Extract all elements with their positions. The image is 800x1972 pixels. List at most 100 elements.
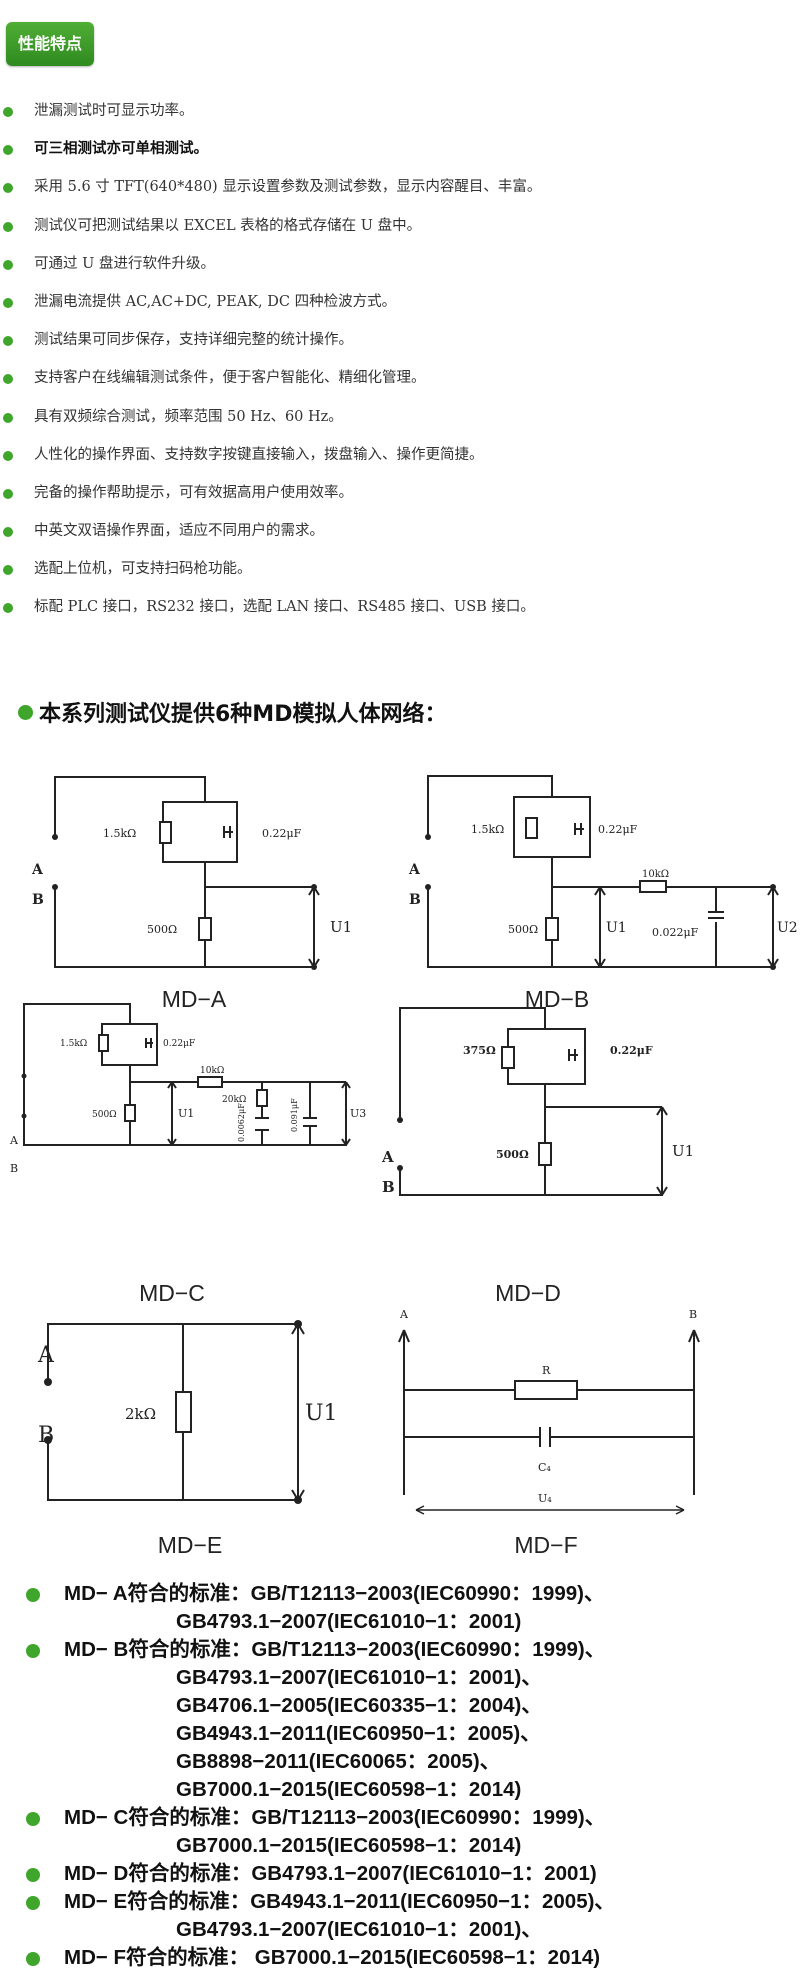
circuit-md-f: A B R C₄ U₄	[398, 1308, 700, 1515]
feature-text: 标配 PLC 接口，RS232 接口，选配 LAN 接口、RS485 接口、US…	[34, 599, 535, 616]
bullet-dot	[26, 1868, 40, 1882]
feature-item: 泄漏电流提供 AC,AC+DC, PEAK, DC 四种检波方式。	[0, 283, 800, 321]
feature-item: 完备的操作帮助提示，可有效据高用户使用效率。	[0, 474, 800, 512]
md-c-r4-label: 20kΩ	[222, 1095, 246, 1105]
bullet-dot	[3, 450, 13, 461]
md-a-r2-label: 500Ω	[147, 923, 177, 936]
md-c-r3-label: 10kΩ	[200, 1066, 224, 1076]
standard-continuation-line: GB4943.1−2011(IEC60950−1：2005)、	[176, 1722, 541, 1745]
circuit-diagrams: 1.5kΩ 0.22μF 500Ω U1 A B 1.5kΩ 0.22μF 50…	[9, 775, 798, 1515]
bullet-dot	[3, 412, 13, 423]
md-b-r2-label: 500Ω	[508, 923, 538, 936]
bullet-dot	[18, 705, 33, 720]
standard-heading-line: MD− A符合的标准：GB/T12113−2003(IEC60990：1999)…	[64, 1582, 605, 1605]
bullet-dot	[3, 221, 13, 232]
md-f-r-label: R	[542, 1364, 551, 1377]
feature-item: 标配 PLC 接口，RS232 接口，选配 LAN 接口、RS485 接口、US…	[0, 588, 800, 626]
feature-item: 可三相测试亦可单相测试。	[0, 130, 800, 168]
bullet-dot	[3, 374, 13, 385]
md-c-c3-label: 0.091μF	[290, 1098, 299, 1132]
md-b-out1-label: U1	[606, 920, 627, 936]
feature-item: 人性化的操作界面、支持数字按键直接输入，拨盘输入、操作更简捷。	[0, 436, 800, 474]
feature-item: 中英文双语操作界面，适应不同用户的需求。	[0, 512, 800, 550]
bullet-dot	[3, 336, 13, 347]
md-b-node-a: A	[408, 862, 421, 878]
standard-heading-line: MD− C符合的标准：GB/T12113−2003(IEC60990：1999)…	[64, 1806, 606, 1829]
bullet-dot	[3, 565, 13, 576]
md-d-node-a: A	[381, 1148, 394, 1166]
md-c-r1-label: 1.5kΩ	[60, 1039, 87, 1049]
bullet-dot	[3, 145, 13, 156]
feature-text: 中英文双语操作界面，适应不同用户的需求。	[34, 523, 324, 540]
md-a-node-a: A	[31, 862, 44, 878]
standard-item: MD− F符合的标准： GB7000.1−2015(IEC60598−1：201…	[26, 1944, 800, 1972]
caption-md-a: MD−A	[161, 986, 227, 1012]
feature-text: 具有双频综合测试，频率范围 50 Hz、60 Hz。	[34, 408, 343, 425]
section-tag-performance: 性能特点	[6, 22, 94, 66]
standard-heading-line: MD− E符合的标准：GB4943.1−2011(IEC60950−1：2005…	[64, 1890, 615, 1913]
feature-item: 支持客户在线编辑测试条件，便于客户智能化、精细化管理。	[0, 359, 800, 397]
md-f-node-b: B	[689, 1308, 697, 1321]
standard-continuation-line: GB8898−2011(IEC60065：2005)、	[176, 1750, 501, 1773]
circuit-md-e: 2kΩ U1 A B	[37, 1320, 338, 1504]
md-b-c2-label: 0.022μF	[652, 926, 699, 939]
md-c-c2-label: 0.0062μF	[237, 1103, 246, 1142]
bullet-dot	[26, 1644, 40, 1658]
md-b-out2-label: U2	[777, 920, 798, 936]
md-e-node-a: A	[37, 1343, 55, 1368]
md-f-u-label: U₄	[538, 1492, 552, 1505]
md-b-node-b: B	[409, 892, 421, 908]
md-c-c1-label: 0.22μF	[163, 1039, 195, 1049]
standard-item: MD− A符合的标准：GB/T12113−2003(IEC60990：1999)…	[26, 1580, 800, 1636]
md-c-out3-label: U3	[350, 1107, 366, 1120]
standard-heading-line: MD− B符合的标准：GB/T12113−2003(IEC60990：1999)…	[64, 1638, 606, 1661]
standard-continuation-line: GB4793.1−2007(IEC61010−1：2001)、	[176, 1918, 542, 1941]
bullet-dot	[26, 1812, 40, 1826]
caption-md-b: MD−B	[524, 986, 590, 1012]
feature-text: 泄漏测试时可显示功率。	[34, 103, 194, 119]
md-f-node-a: A	[399, 1308, 409, 1321]
feature-text: 测试结果可同步保存，支持详细完整的统计操作。	[34, 332, 353, 349]
standard-item: MD− B符合的标准：GB/T12113−2003(IEC60990：1999)…	[26, 1636, 800, 1804]
md-c-node-b: B	[10, 1162, 18, 1175]
standard-continuation-line: GB4793.1−2007(IEC61010−1：2001)、	[176, 1666, 542, 1689]
feature-item: 测试结果可同步保存，支持详细完整的统计操作。	[0, 321, 800, 359]
md-d-c1-label: 0.22μF	[610, 1044, 653, 1057]
bullet-dot	[26, 1588, 40, 1602]
md-e-node-b: B	[38, 1423, 54, 1448]
circuit-md-c: 1.5kΩ 0.22μF 500Ω 10kΩ 20kΩ 0.0062μF 0.0…	[9, 1003, 366, 1175]
section-title-text: 本系列测试仪提供6种MD模拟人体网络：	[39, 702, 447, 727]
bullet-dot	[3, 297, 13, 308]
feature-text: 可通过 U 盘进行软件升级。	[34, 255, 215, 272]
section-title-md-networks: 本系列测试仪提供6种MD模拟人体网络：	[18, 696, 446, 728]
feature-item: 测试仪可把测试结果以 EXCEL 表格的格式存储在 U 盘中。	[0, 207, 800, 245]
caption-md-e: MD−E	[157, 1532, 223, 1558]
standard-continuation-line: GB7000.1−2015(IEC60598−1：2014)	[176, 1834, 522, 1857]
bullet-dot	[3, 107, 13, 117]
md-f-c-label: C₄	[538, 1461, 551, 1474]
standard-item: MD− C符合的标准：GB/T12113−2003(IEC60990：1999)…	[26, 1804, 800, 1860]
md-b-r3-label: 10kΩ	[642, 869, 669, 880]
feature-item: 可通过 U 盘进行软件升级。	[0, 245, 800, 283]
standard-continuation-line: GB7000.1−2015(IEC60598−1：2014)	[176, 1778, 522, 1801]
md-a-c1-label: 0.22μF	[262, 827, 302, 840]
md-c-node-a: A	[9, 1134, 19, 1147]
md-c-r2-label: 500Ω	[92, 1110, 117, 1120]
circuit-md-a: 1.5kΩ 0.22μF 500Ω U1 A B	[31, 776, 352, 970]
bullet-dot	[3, 527, 13, 538]
caption-md-c: MD−C	[139, 1280, 205, 1306]
circuit-md-b: 1.5kΩ 0.22μF 500Ω 10kΩ 0.022μF U1 U2 A B	[408, 775, 798, 970]
md-a-node-b: B	[32, 892, 44, 908]
caption-md-f: MD−F	[514, 1532, 578, 1558]
feature-text: 采用 5.6 寸 TFT(640*480) 显示设置参数及测试参数，显示内容醒目…	[34, 179, 542, 196]
bullet-dot	[3, 259, 13, 270]
standards-list: MD− A符合的标准：GB/T12113−2003(IEC60990：1999)…	[26, 1580, 800, 1972]
caption-md-d: MD−D	[495, 1280, 561, 1306]
md-a-out-label: U1	[330, 918, 352, 936]
standard-heading-line: MD− F符合的标准： GB7000.1−2015(IEC60598−1：201…	[64, 1946, 601, 1969]
circuit-md-d: 375Ω 0.22μF 500Ω U1 A B	[381, 1007, 694, 1196]
md-d-out-label: U1	[672, 1142, 694, 1160]
md-c-out1-label: U1	[178, 1107, 194, 1120]
bullet-dot	[3, 603, 13, 614]
bullet-dot	[3, 183, 13, 194]
